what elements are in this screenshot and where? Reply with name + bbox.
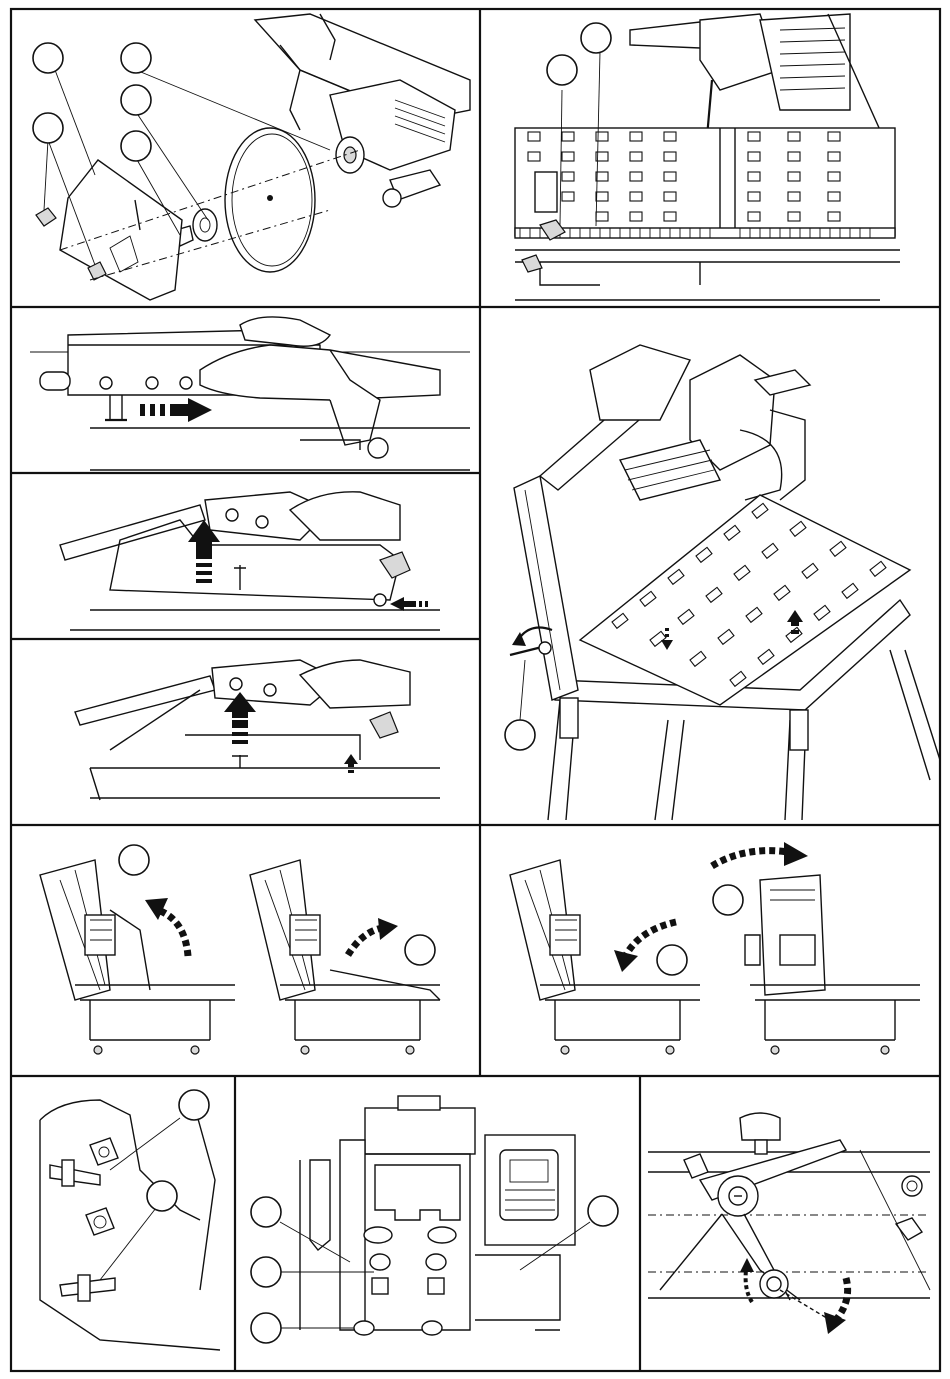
arrow-curved-down-icon	[824, 1278, 848, 1334]
arrow-up-small-icon	[344, 754, 358, 773]
callout-circle	[251, 1197, 281, 1227]
panel-table-push	[30, 317, 470, 470]
panel-detail-motor-mount	[251, 1096, 618, 1343]
arrow-curved-up-icon	[740, 1258, 754, 1302]
panel-detail-bolts	[40, 1090, 220, 1350]
panel-tilt-sequence-b	[510, 842, 920, 1054]
callout-circle	[547, 55, 577, 85]
arrow-curved-up-icon	[145, 898, 188, 956]
callout-circle	[251, 1257, 281, 1287]
callout-circle	[147, 1181, 177, 1211]
arrow-curved-right-icon	[348, 918, 398, 955]
panel-table-lift-2	[75, 660, 440, 800]
callout-circle	[581, 23, 611, 53]
panel-cutting-table	[515, 14, 900, 300]
callout-circle	[505, 720, 535, 750]
arrow-left-icon	[390, 597, 428, 611]
callout-circle	[713, 885, 743, 915]
callout-circle	[588, 1196, 618, 1226]
callout-circle	[179, 1090, 209, 1120]
panel-blade-mounting	[33, 14, 470, 300]
panel-table-lift-1	[60, 492, 440, 630]
panel-saw-overview	[505, 345, 940, 820]
callout-circle	[119, 845, 149, 875]
arrow-right-icon	[140, 398, 212, 422]
callout-circle	[405, 935, 435, 965]
panel-tilt-sequence-a	[40, 845, 440, 1054]
callout-circle	[33, 43, 63, 73]
arrow-curved-right-icon	[712, 842, 808, 866]
panel-detail-pivot-arm	[648, 1113, 930, 1334]
callout-circle	[657, 945, 687, 975]
callout-circle	[251, 1313, 281, 1343]
callout-circle	[121, 131, 151, 161]
callout-circle	[121, 85, 151, 115]
callout-circle	[33, 113, 63, 143]
callout-circle	[121, 43, 151, 73]
